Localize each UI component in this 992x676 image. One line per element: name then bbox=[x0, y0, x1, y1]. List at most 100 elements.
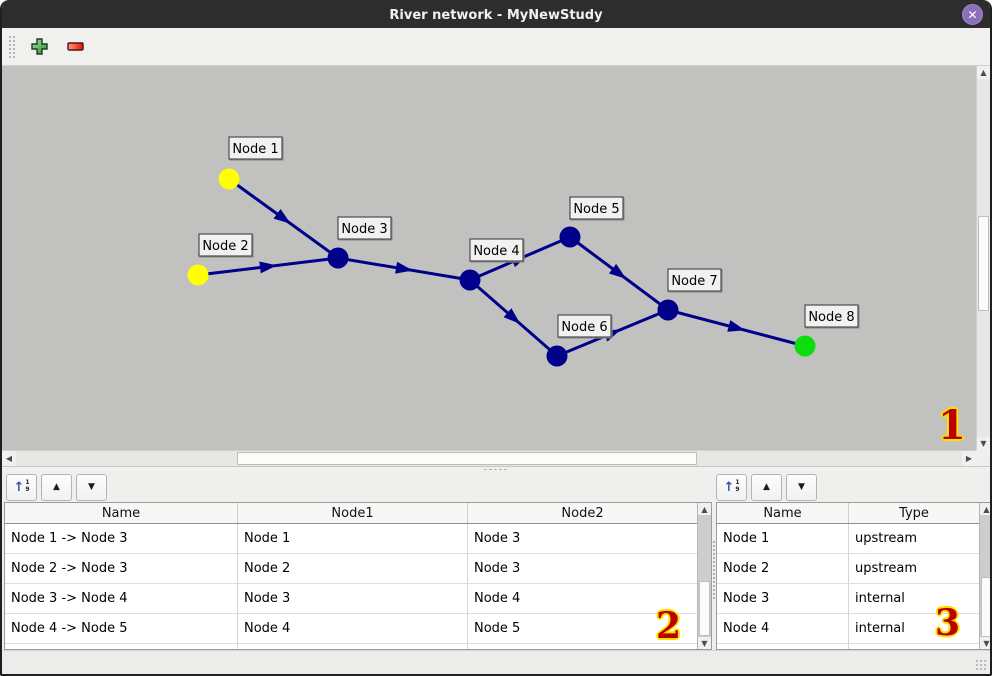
pane-splitter-handle[interactable] bbox=[712, 540, 716, 600]
empty-cell bbox=[5, 644, 238, 649]
network-edge[interactable] bbox=[337, 256, 471, 282]
table-cell-name: Node 2 -> Node 3 bbox=[5, 554, 238, 583]
canvas-vertical-scrollbar[interactable]: ▲ ▼ bbox=[976, 66, 990, 450]
network-edge[interactable] bbox=[197, 256, 339, 277]
move-down-button[interactable]: ▼ bbox=[786, 473, 817, 501]
table-cell-type: upstream bbox=[855, 531, 918, 546]
plus-icon bbox=[30, 38, 48, 55]
down-triangle-icon: ▼ bbox=[798, 481, 805, 492]
network-edge[interactable] bbox=[228, 177, 339, 260]
node-label[interactable]: Node 8 bbox=[804, 304, 859, 328]
node-label[interactable]: Node 6 bbox=[557, 314, 612, 338]
network-node[interactable] bbox=[187, 264, 209, 286]
scrollbar-track[interactable] bbox=[977, 79, 990, 437]
remove-node-button[interactable] bbox=[63, 35, 87, 59]
minus-icon bbox=[66, 42, 84, 51]
node-label-text: Node 1 bbox=[232, 142, 278, 157]
scroll-right-icon[interactable]: ▶ bbox=[962, 451, 976, 466]
window-resize-grip[interactable] bbox=[975, 659, 988, 672]
node-label-text: Node 5 bbox=[573, 202, 619, 217]
node-label[interactable]: Node 2 bbox=[198, 233, 253, 257]
close-icon[interactable]: ✕ bbox=[962, 4, 983, 25]
table-cell-node1: Node 1 bbox=[238, 524, 468, 553]
network-node[interactable] bbox=[459, 269, 481, 291]
scrollbar-track[interactable] bbox=[980, 515, 990, 637]
scroll-down-icon[interactable]: ▼ bbox=[977, 437, 990, 450]
table-cell-node2: Node 5 bbox=[474, 621, 521, 636]
network-edge[interactable] bbox=[469, 278, 558, 358]
column-header-name[interactable]: Name bbox=[5, 503, 238, 523]
table-cell-type: upstream bbox=[855, 561, 918, 576]
edges-table-scrollbar[interactable]: ▲ ▼ bbox=[697, 503, 711, 649]
node-label[interactable]: Node 5 bbox=[569, 196, 624, 220]
scroll-down-icon[interactable]: ▼ bbox=[980, 637, 990, 649]
table-cell-node1: Node 4 bbox=[238, 614, 468, 643]
node-label[interactable]: Node 1 bbox=[228, 136, 283, 160]
network-node[interactable] bbox=[218, 168, 240, 190]
table-cell-node1: Node 3 bbox=[238, 584, 468, 613]
move-down-button[interactable]: ▼ bbox=[76, 473, 107, 501]
node-label[interactable]: Node 4 bbox=[469, 238, 524, 262]
table-cell-node2: Node 4 bbox=[474, 591, 521, 606]
column-header-name[interactable]: Name bbox=[717, 503, 849, 523]
network-node[interactable] bbox=[559, 226, 581, 248]
edge-arrow-icon bbox=[727, 320, 746, 332]
edge-arrow-icon bbox=[503, 308, 521, 324]
node-label[interactable]: Node 7 bbox=[667, 268, 722, 292]
scroll-left-icon[interactable]: ◀ bbox=[2, 451, 16, 466]
node-label-text: Node 8 bbox=[808, 310, 854, 325]
network-node[interactable] bbox=[546, 345, 568, 367]
move-up-button[interactable]: ▲ bbox=[751, 473, 782, 501]
network-graph: Node 1 Node 2 Node 3 Node 4 Node 5 Node 6 Node… bbox=[187, 136, 859, 367]
node-label-text: Node 4 bbox=[473, 244, 519, 259]
table-cell-name: Node 3 bbox=[717, 584, 849, 613]
up-triangle-icon: ▲ bbox=[53, 481, 60, 492]
node-label[interactable]: Node 3 bbox=[337, 216, 392, 240]
scroll-up-icon[interactable]: ▲ bbox=[698, 503, 711, 515]
table-cell-name: Node 4 bbox=[717, 614, 849, 643]
scrollbar-track[interactable] bbox=[698, 515, 711, 637]
network-canvas[interactable]: Node 1 Node 2 Node 3 Node 4 Node 5 Node 6 Node… bbox=[2, 66, 976, 450]
scroll-up-icon[interactable]: ▲ bbox=[980, 503, 990, 515]
scroll-up-icon[interactable]: ▲ bbox=[977, 66, 990, 79]
network-node[interactable] bbox=[327, 247, 349, 269]
horizontal-splitter[interactable] bbox=[2, 466, 990, 472]
canvas-horizontal-scrollbar[interactable]: ◀ ▶ bbox=[2, 450, 976, 466]
toolbar-drag-handle[interactable] bbox=[8, 34, 15, 59]
add-node-button[interactable] bbox=[27, 35, 51, 59]
scroll-down-icon[interactable]: ▼ bbox=[698, 637, 711, 649]
scrollbar-thumb[interactable] bbox=[978, 216, 989, 311]
network-edge[interactable] bbox=[569, 235, 669, 312]
table-cell-name: Node 4 -> Node 5 bbox=[5, 614, 238, 643]
table-cell-name: Node 3 -> Node 4 bbox=[5, 584, 238, 613]
splitter-handle-dots bbox=[483, 468, 509, 471]
node-label-text: Node 6 bbox=[561, 320, 607, 335]
column-header-node2[interactable]: Node2 bbox=[561, 505, 604, 521]
annotation-2: 2 bbox=[656, 605, 682, 647]
network-edge[interactable] bbox=[667, 308, 806, 348]
move-up-button[interactable]: ▲ bbox=[41, 473, 72, 501]
network-node[interactable] bbox=[794, 335, 816, 357]
scrollbar-thumb[interactable] bbox=[237, 452, 697, 465]
scrollbar-track[interactable] bbox=[16, 451, 962, 466]
network-node[interactable] bbox=[657, 299, 679, 321]
column-header-type[interactable]: Type bbox=[899, 505, 929, 521]
scrollbar-thumb[interactable] bbox=[699, 581, 710, 636]
titlebar: River network - MyNewStudy ✕ bbox=[2, 0, 990, 30]
column-header-node1[interactable]: Node1 bbox=[238, 503, 468, 523]
nodes-table-scrollbar[interactable]: ▲ ▼ bbox=[979, 503, 990, 649]
empty-cell bbox=[717, 644, 849, 649]
scrollbar-thumb[interactable] bbox=[981, 577, 990, 637]
